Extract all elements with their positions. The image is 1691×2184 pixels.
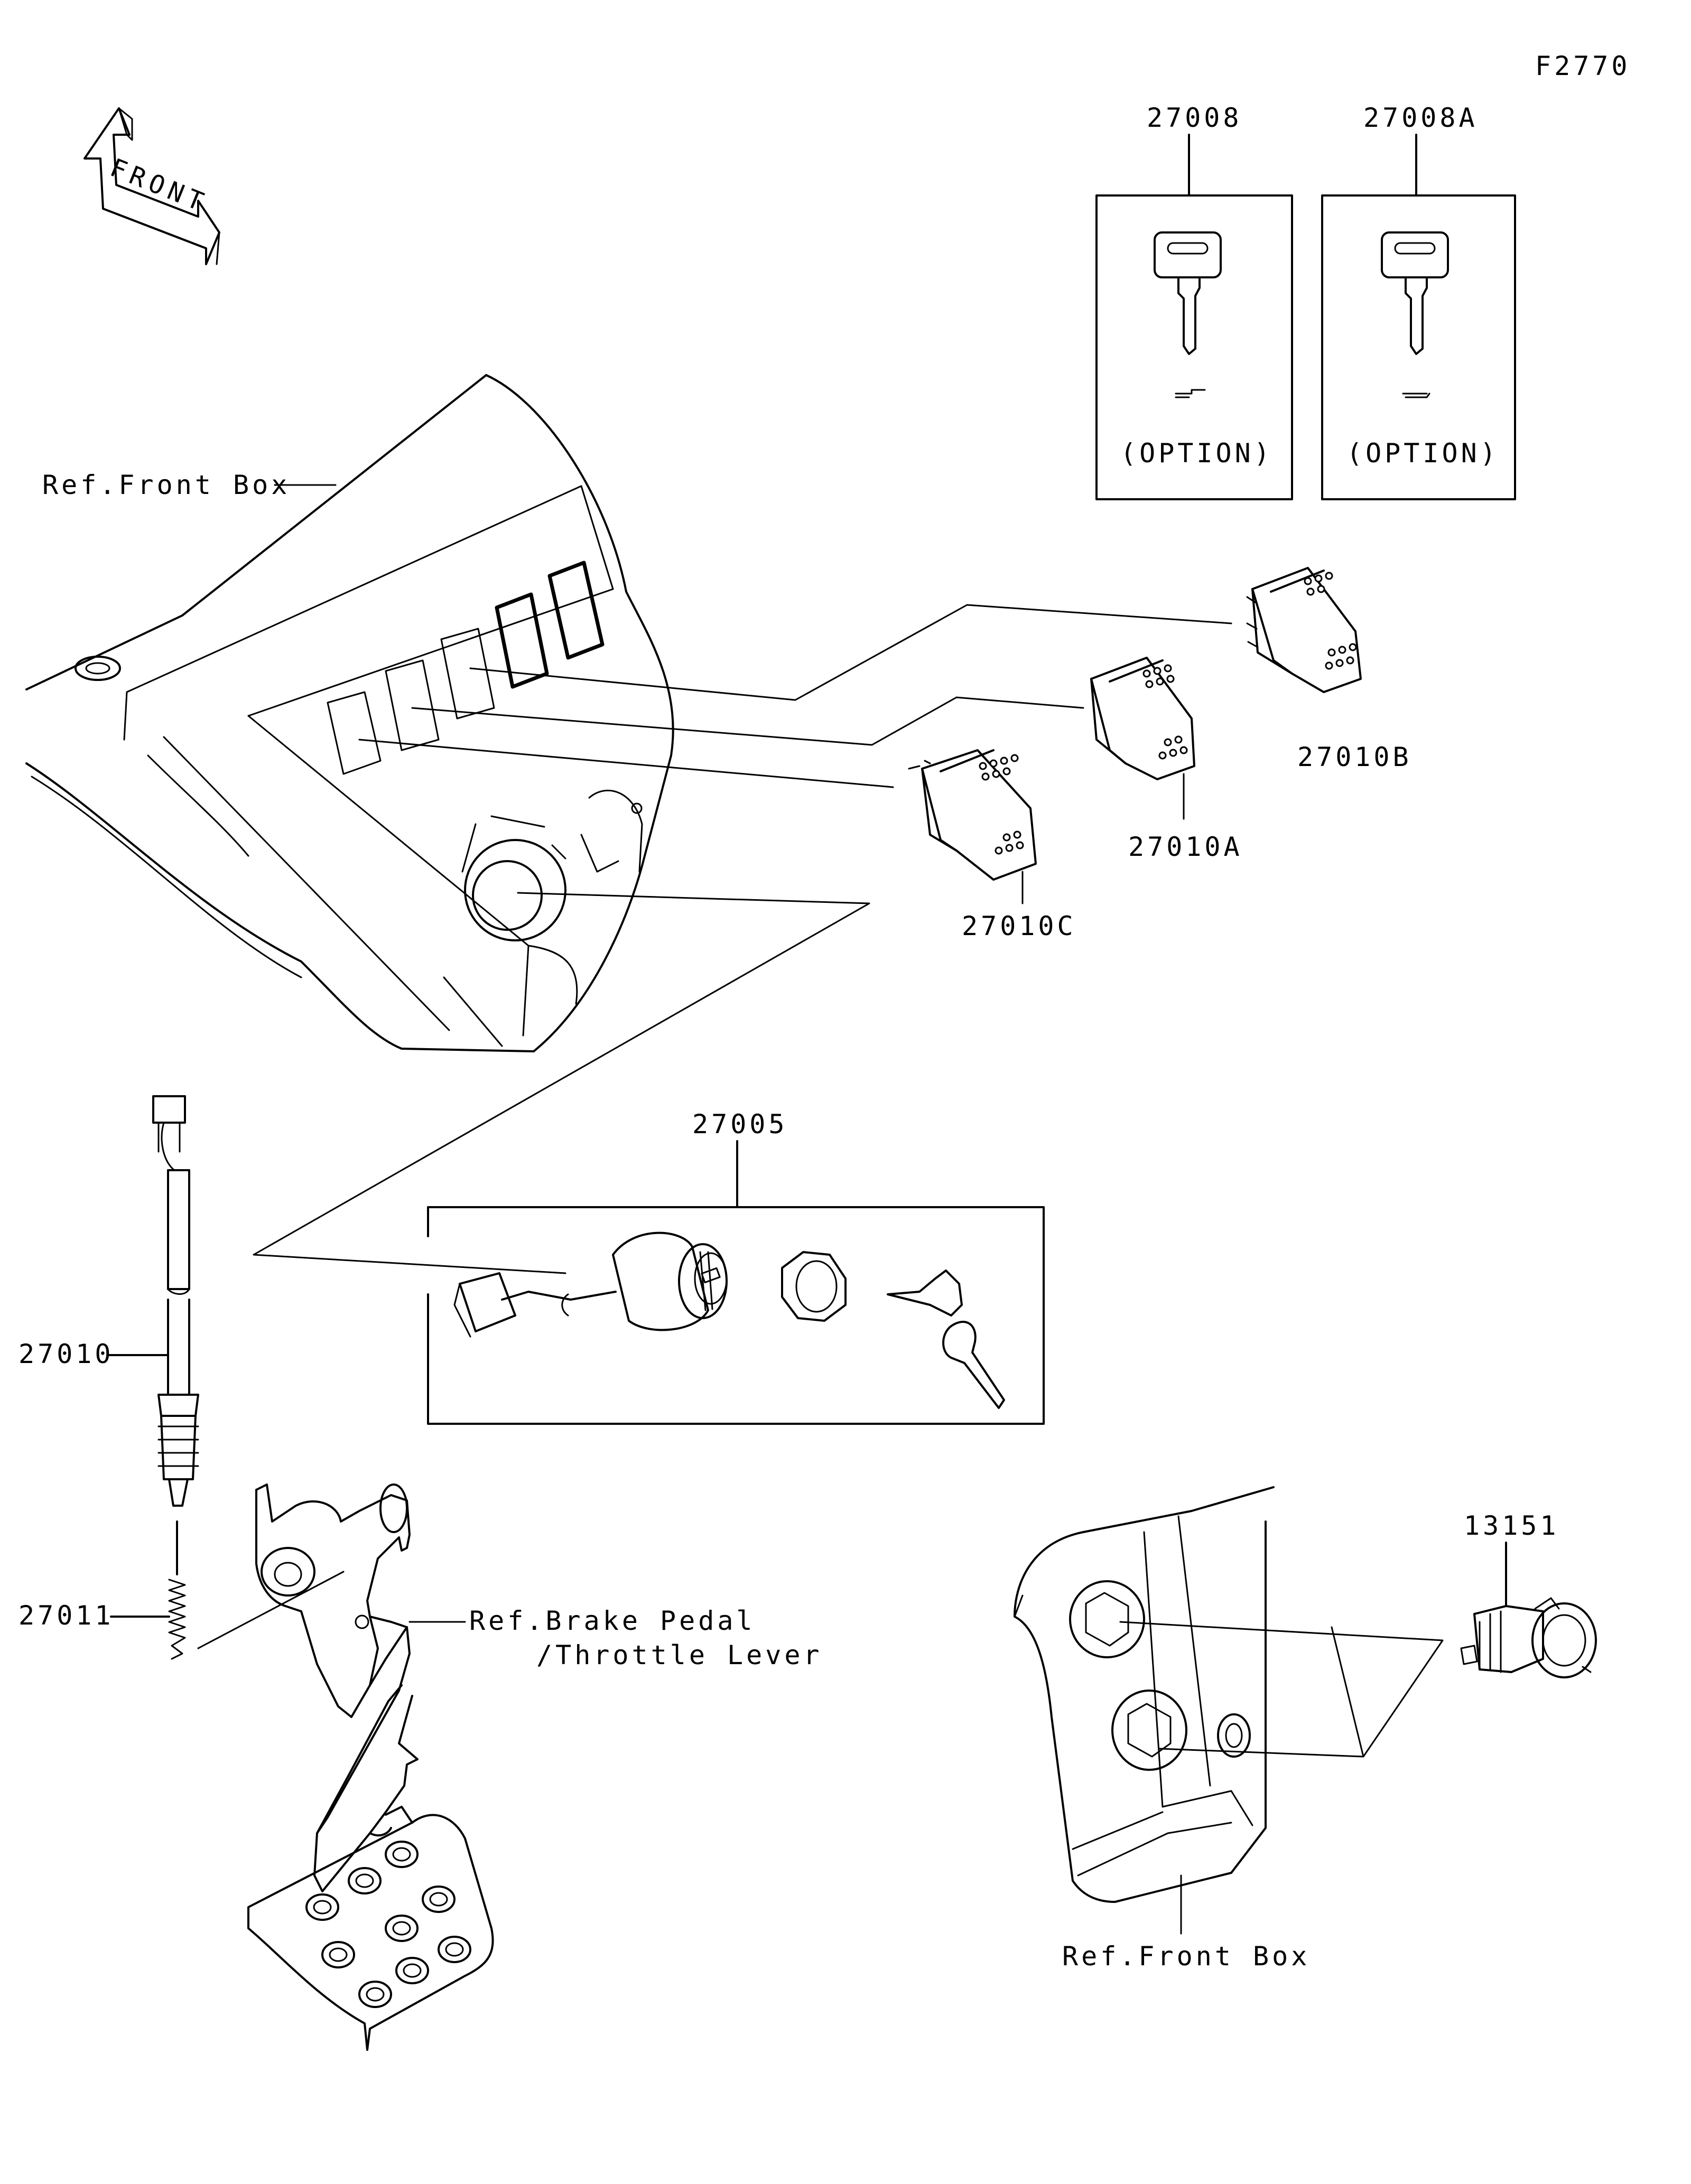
- socket-hole-lower: [1111, 1690, 1187, 1771]
- rocker-switch-27010C: 27010C: [908, 749, 1076, 941]
- key-27008A-box: [1321, 194, 1516, 500]
- front-box-socket-panel: Ref.Front Box: [1014, 1486, 1310, 1972]
- key-icon: [1154, 231, 1222, 398]
- switch-contact-dots: [1142, 664, 1188, 760]
- front-direction-arrow-icon: FRONT: [83, 107, 220, 265]
- part-label-27011: 27011: [18, 1600, 114, 1631]
- part-label-27005: 27005: [692, 1109, 788, 1140]
- part-label-27010C: 27010C: [962, 911, 1076, 941]
- leader-lines: [253, 604, 1232, 1274]
- figure-code: F2770: [1535, 51, 1631, 81]
- ignition-switch-mount: [461, 789, 643, 941]
- mounting-hole: [75, 656, 121, 681]
- ignition-switch-27005: 27005: [427, 1109, 1045, 1425]
- socket-leader-lines: [1119, 1621, 1444, 1758]
- part-label-13151: 13151: [1464, 1510, 1559, 1541]
- ignition-key-icon: [887, 1270, 1005, 1409]
- part-label-27008: 27008: [1147, 102, 1242, 133]
- switch-slots: [327, 561, 605, 775]
- socket-hole-upper: [1069, 1580, 1145, 1658]
- brake-light-switch-27010: 27010: [18, 1095, 199, 1507]
- part-label-27008A: 27008A: [1363, 102, 1478, 133]
- switch-contact-dots: [1304, 572, 1357, 670]
- option-label-27008A: (OPTION): [1346, 438, 1499, 469]
- ignition-switch-body: [453, 1231, 728, 1338]
- part-label-27010A: 27010A: [1128, 832, 1243, 862]
- spring-27011: 27011: [18, 1520, 345, 1660]
- ignition-nut: [781, 1251, 847, 1322]
- ref-brake-pedal-line1: Ref.Brake Pedal: [469, 1606, 756, 1636]
- front-box-dashboard: Ref.Front Box: [25, 374, 674, 1052]
- rocker-switch-27010A: 27010A: [1090, 657, 1243, 862]
- brake-pedal-throttle-lever: Ref.Brake Pedal /Throttle Lever: [247, 1483, 823, 2051]
- part-label-27010B: 27010B: [1297, 742, 1412, 772]
- option-label-27008: (OPTION): [1120, 438, 1273, 469]
- key-27008-box: [1095, 194, 1293, 500]
- key-27008A-group: 27008A (OPTION): [1321, 102, 1516, 500]
- rocker-switch-27010B: 27010B: [1246, 567, 1412, 772]
- power-socket-13151: 13151: [1460, 1510, 1597, 1678]
- pedal-grip-holes: [305, 1841, 471, 2008]
- key-icon: [1381, 231, 1449, 398]
- ref-front-box-bottom: Ref.Front Box: [1062, 1941, 1310, 1972]
- part-label-27010: 27010: [18, 1339, 114, 1369]
- key-27008-group: 27008 (OPTION): [1095, 102, 1293, 500]
- switch-contact-dots: [979, 754, 1024, 855]
- ref-brake-pedal-line2: /Throttle Lever: [536, 1640, 823, 1670]
- ref-front-box-top: Ref.Front Box: [42, 470, 290, 500]
